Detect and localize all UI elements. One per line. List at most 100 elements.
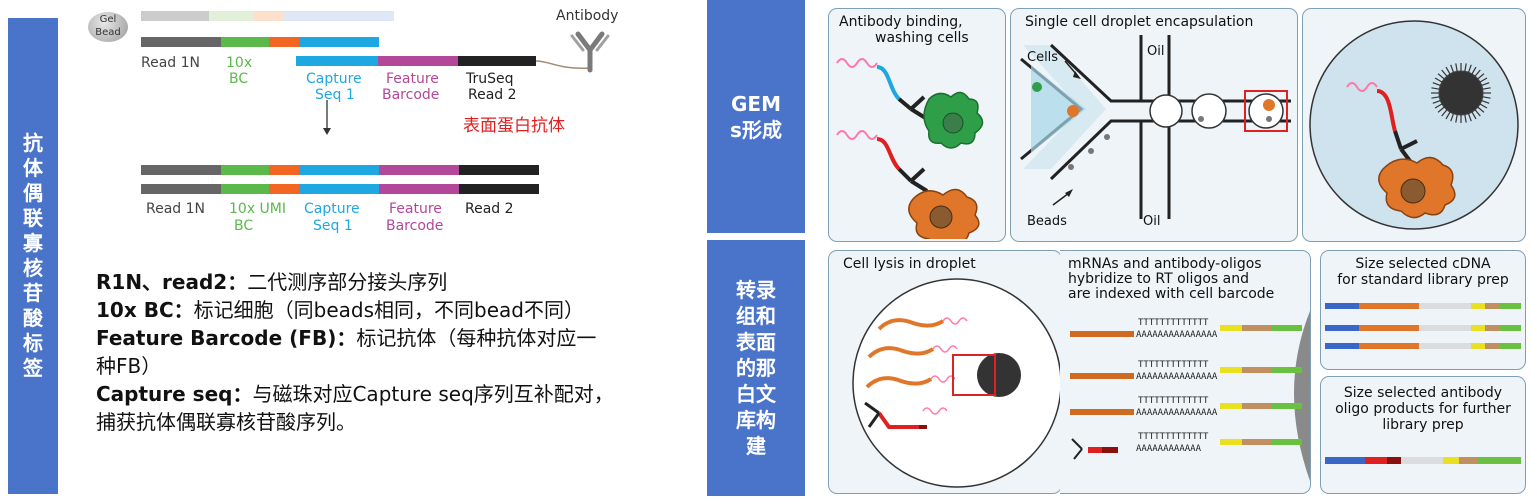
bead-spike bbox=[1455, 114, 1458, 123]
bead-spike bbox=[1479, 103, 1488, 109]
bead-spike bbox=[1431, 96, 1440, 99]
note-fb: Feature Barcode (FB)：标记抗体（每种抗体对应一种FB） bbox=[96, 326, 597, 378]
bead-spike bbox=[1467, 64, 1472, 73]
bead-spike bbox=[1431, 87, 1440, 90]
ab-capture-segment bbox=[296, 56, 378, 66]
antibody-library-panel: Size selected antibody oligo products fo… bbox=[1320, 376, 1526, 494]
cell-lysis-panel: Cell lysis in droplet bbox=[828, 250, 1062, 494]
bc-label-2: BC bbox=[229, 71, 249, 87]
polyT-3: TTTTTTTTTTTTT bbox=[1138, 396, 1209, 406]
faded-umi-segment bbox=[254, 11, 284, 21]
antibody-binding-panel: Antibody binding, washing cells bbox=[828, 8, 1006, 242]
note-r1n: R1N、read2：二代测序部分接头序列 bbox=[96, 270, 448, 294]
polyA-2: AAAAAAAAAAAAAAA bbox=[1136, 372, 1218, 382]
surface-protein-label: 表面蛋白抗体 bbox=[463, 116, 565, 136]
bottom-capture-label-1: Capture bbox=[304, 201, 360, 217]
faded-read1n-segment bbox=[141, 11, 209, 21]
hyb-title-1: mRNAs and antibody-oligos bbox=[1068, 256, 1262, 272]
hybridize-panel: mRNAs and antibody-oligos hybridize to R… bbox=[1060, 250, 1311, 494]
combined-feature-top bbox=[379, 165, 459, 175]
combined-bc-top bbox=[221, 165, 269, 175]
polyT-4: TTTTTTTTTTTTT bbox=[1138, 432, 1209, 442]
combined-read2-top bbox=[459, 165, 539, 175]
bottom-capture-label-2: Seq 1 bbox=[313, 218, 353, 234]
bead-spike bbox=[1432, 99, 1441, 104]
bead-spike bbox=[1467, 113, 1472, 122]
library-section-title: 转录组和表面的那白文库构建 bbox=[736, 278, 776, 458]
antibody-label: Antibody bbox=[556, 8, 619, 24]
bc-label-1: 10x bbox=[226, 55, 253, 71]
bead-spike bbox=[1477, 106, 1485, 113]
bead-spike bbox=[1471, 111, 1477, 120]
capture-label-1: Capture bbox=[306, 71, 362, 87]
bottom-read1n-label: Read 1N bbox=[146, 201, 206, 217]
oil-bottom-label: Oil bbox=[1143, 214, 1161, 229]
combined-read2-bottom bbox=[459, 184, 539, 194]
bead-spike bbox=[1481, 82, 1490, 87]
polyA-3: AAAAAAAAAAAAAAA bbox=[1136, 408, 1218, 418]
bead-spike bbox=[1479, 77, 1488, 83]
droplet-encapsulation-panel: Single cell droplet encapsulation Cells … bbox=[1010, 8, 1298, 242]
gems-section-title: GEMs形成 bbox=[730, 91, 782, 142]
polyT-1: TTTTTTTTTTTTT bbox=[1138, 318, 1209, 328]
arrow-down-icon bbox=[323, 100, 331, 135]
bead-spike bbox=[1474, 109, 1481, 117]
faded-capture-segment bbox=[284, 11, 394, 21]
cdna-title-1: Size selected cDNA bbox=[1355, 256, 1491, 272]
cdna-title-2: for standard library prep bbox=[1337, 272, 1509, 288]
bottom-feature-label-2: Barcode bbox=[386, 218, 444, 234]
bead-spike bbox=[1445, 66, 1451, 75]
antibody-fragment-illustration bbox=[1325, 457, 1521, 464]
antibody-icon bbox=[535, 31, 610, 73]
zoomed-droplet-illustration bbox=[1309, 20, 1519, 230]
umi-segment bbox=[269, 37, 299, 47]
bead-spike bbox=[1450, 64, 1455, 73]
cells-label: Cells bbox=[1027, 50, 1059, 65]
read1n-segment bbox=[141, 37, 221, 47]
library-section-bar: 转录组和表面的那白文库构建 bbox=[707, 240, 805, 496]
bottom-bc-label: BC bbox=[234, 218, 254, 234]
bead-spike bbox=[1474, 69, 1481, 77]
truseq-label-2: Read 2 bbox=[468, 87, 517, 103]
combined-read1n-bottom bbox=[141, 184, 221, 194]
ab-title-1: Size selected antibody bbox=[1343, 385, 1503, 401]
faded-bc-segment bbox=[209, 11, 254, 21]
bead-spike bbox=[1471, 66, 1477, 75]
notes-block: R1N、read2：二代测序部分接头序列 10x BC：标记细胞（同beads相… bbox=[96, 268, 636, 436]
polyA-4: AAAAAAAAAAAA bbox=[1136, 444, 1202, 454]
combined-umi-bottom bbox=[269, 184, 299, 194]
truseq-label-1: TruSeq bbox=[466, 71, 514, 87]
bead-spike bbox=[1432, 82, 1441, 87]
bead-spike bbox=[1482, 87, 1491, 90]
feature-label-1: Feature bbox=[386, 71, 439, 87]
polyA-1: AAAAAAAAAAAAAAA bbox=[1136, 330, 1218, 340]
capture-label-2: Seq 1 bbox=[315, 87, 355, 103]
bottom-feature-label-1: Feature bbox=[389, 201, 442, 217]
gel-bead-label: Gel Bead bbox=[95, 14, 121, 38]
left-section-title: 抗体偶联寡核苷酸标签 bbox=[23, 131, 43, 380]
left-section-bar: 抗体偶联寡核苷酸标签 bbox=[8, 18, 58, 494]
microfluidic-chip-illustration bbox=[1020, 35, 1291, 219]
gems-section-bar: GEMs形成 bbox=[707, 0, 805, 233]
oil-top-label: Oil bbox=[1147, 44, 1165, 59]
bead-spike bbox=[1464, 63, 1467, 72]
encap-title: Single cell droplet encapsulation bbox=[1025, 14, 1254, 30]
combined-read1n-top bbox=[141, 165, 221, 175]
ab-title-3: library prep bbox=[1382, 417, 1464, 433]
beads-label: Beads bbox=[1027, 214, 1067, 229]
feature-label-2: Barcode bbox=[382, 87, 440, 103]
bc-segment bbox=[221, 37, 269, 47]
polyT-2: TTTTTTTTTTTTT bbox=[1138, 360, 1209, 370]
read1n-label: Read 1N bbox=[141, 55, 201, 71]
note-capture: Capture seq：与磁珠对应Capture seq序列互补配对，捕获抗体偶… bbox=[96, 382, 614, 434]
capture-segment bbox=[299, 37, 379, 47]
bead-spike bbox=[1445, 111, 1451, 120]
hyb-title-3: are indexed with cell barcode bbox=[1068, 286, 1275, 302]
bead-spike bbox=[1482, 96, 1491, 99]
bead-spike bbox=[1437, 73, 1445, 80]
bead-spike bbox=[1450, 113, 1455, 122]
note-bc: 10x BC：标记细胞（同beads相同，不同bead不同） bbox=[96, 298, 584, 322]
gel-bead: Gel Bead bbox=[88, 12, 128, 42]
binding-title-2: washing cells bbox=[875, 30, 969, 46]
combined-capture-top bbox=[299, 165, 379, 175]
